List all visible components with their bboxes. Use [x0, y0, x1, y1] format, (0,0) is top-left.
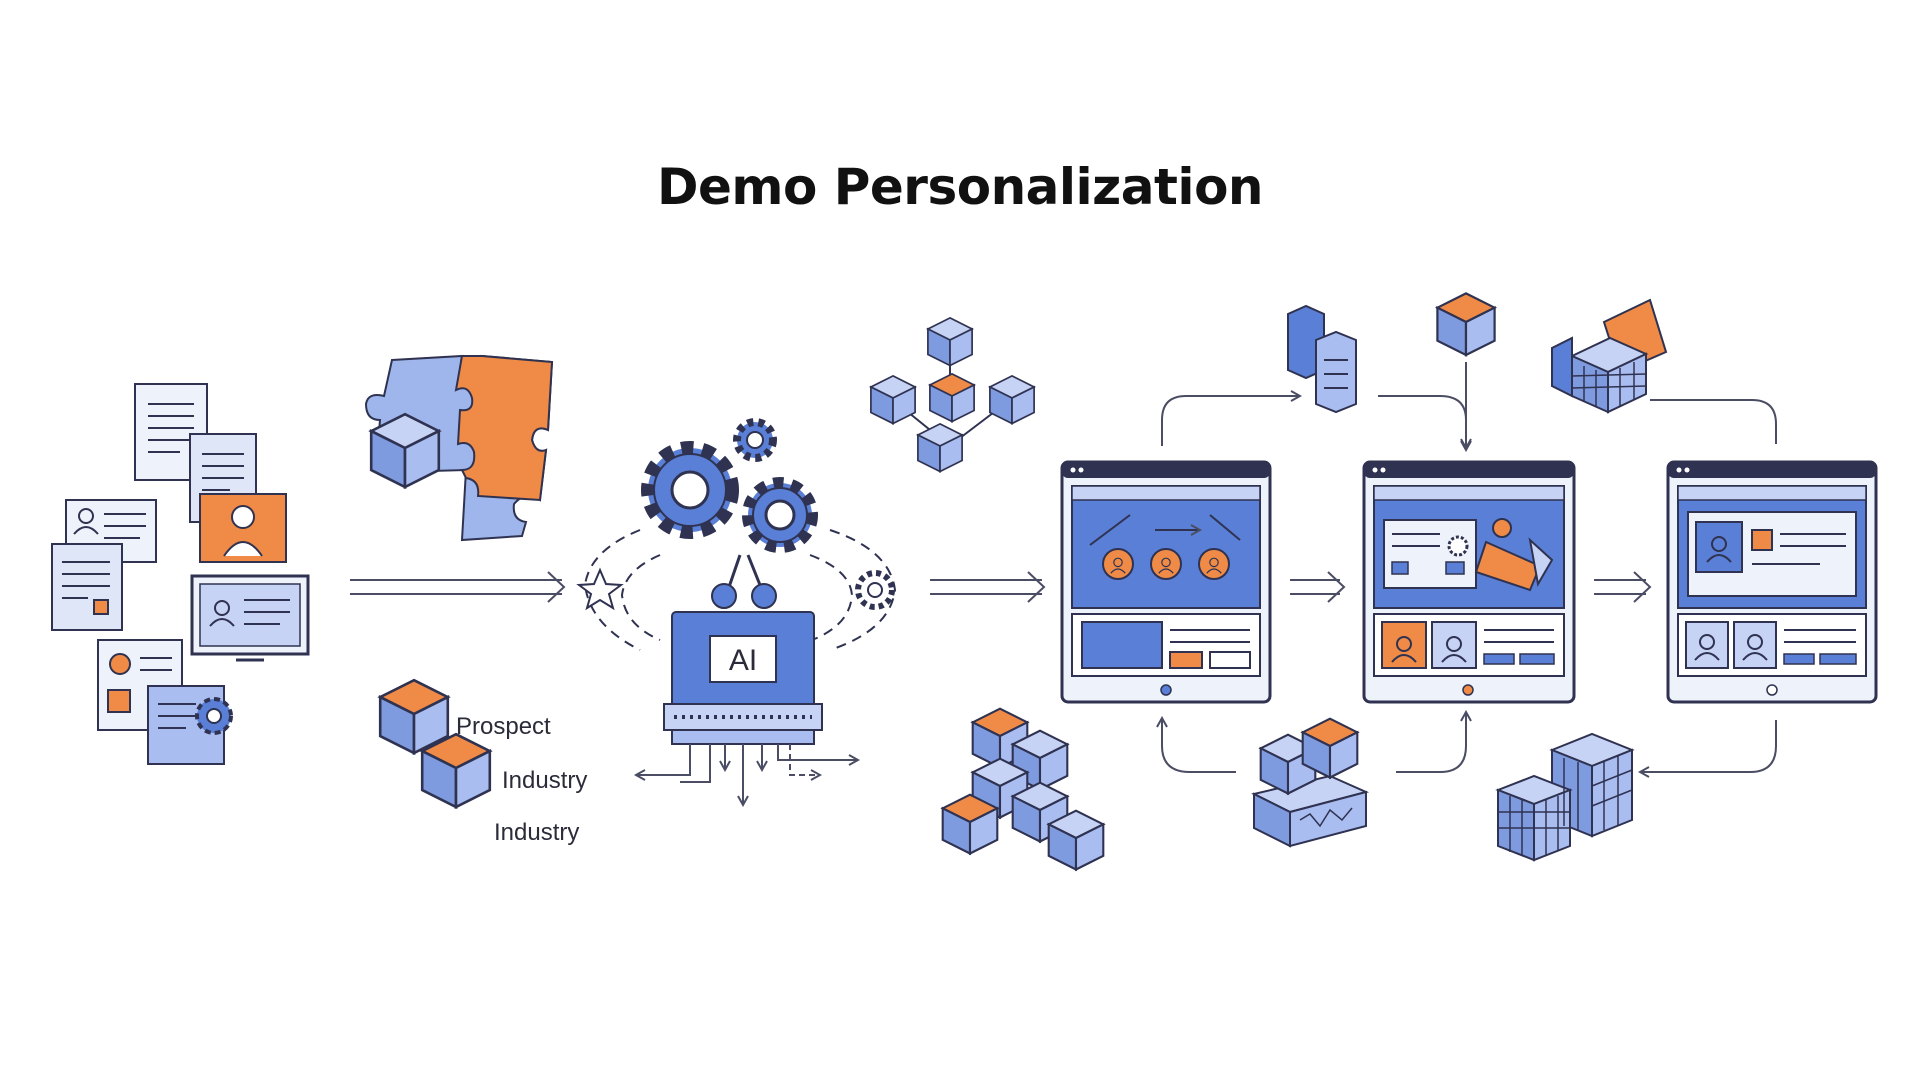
top-feedback-arrows — [1161, 362, 1777, 450]
gear-icon — [742, 477, 818, 553]
industry-label-2: Industry — [494, 819, 579, 846]
browser-window-icon — [1666, 460, 1878, 704]
flow-arrow — [1290, 571, 1346, 603]
ai-label: AI — [729, 644, 757, 677]
attribute-cubes: Prospect Industry Industry — [378, 678, 587, 846]
building-block-icon — [941, 707, 1105, 871]
browser-window-icon — [1362, 460, 1576, 704]
building-grid-icon — [1495, 732, 1635, 862]
flow-arrow — [350, 571, 566, 603]
browser-window-icon — [1060, 460, 1272, 704]
gear-icon — [855, 570, 895, 610]
ai-engine: AI — [576, 418, 897, 805]
output-lines — [636, 744, 858, 805]
gear-icon — [733, 418, 777, 462]
profile-card-icon — [199, 493, 287, 563]
documents-cluster — [51, 383, 310, 765]
star-icon — [576, 567, 624, 611]
bottom-feedback-arrows — [1162, 712, 1777, 772]
puzzle-icon — [364, 354, 554, 542]
document-gear-icon — [147, 685, 233, 765]
data-blocks-icon — [1251, 717, 1370, 848]
gear-icon — [641, 441, 739, 539]
cube-icon — [1436, 292, 1496, 357]
document-icon — [51, 543, 123, 631]
monitor-profile-icon — [190, 574, 310, 662]
connector-pins — [711, 554, 777, 609]
flow-arrow — [1594, 571, 1652, 603]
cube-grid-icon — [1551, 298, 1668, 414]
server-icon — [1287, 304, 1357, 414]
page-title: Demo Personalization — [656, 158, 1264, 216]
ai-processor-icon: AI — [663, 611, 823, 745]
prospect-label: Prospect — [456, 713, 551, 740]
industry-label: Industry — [502, 767, 587, 794]
flow-arrow — [930, 571, 1046, 603]
cube-network-icon — [870, 317, 1035, 473]
